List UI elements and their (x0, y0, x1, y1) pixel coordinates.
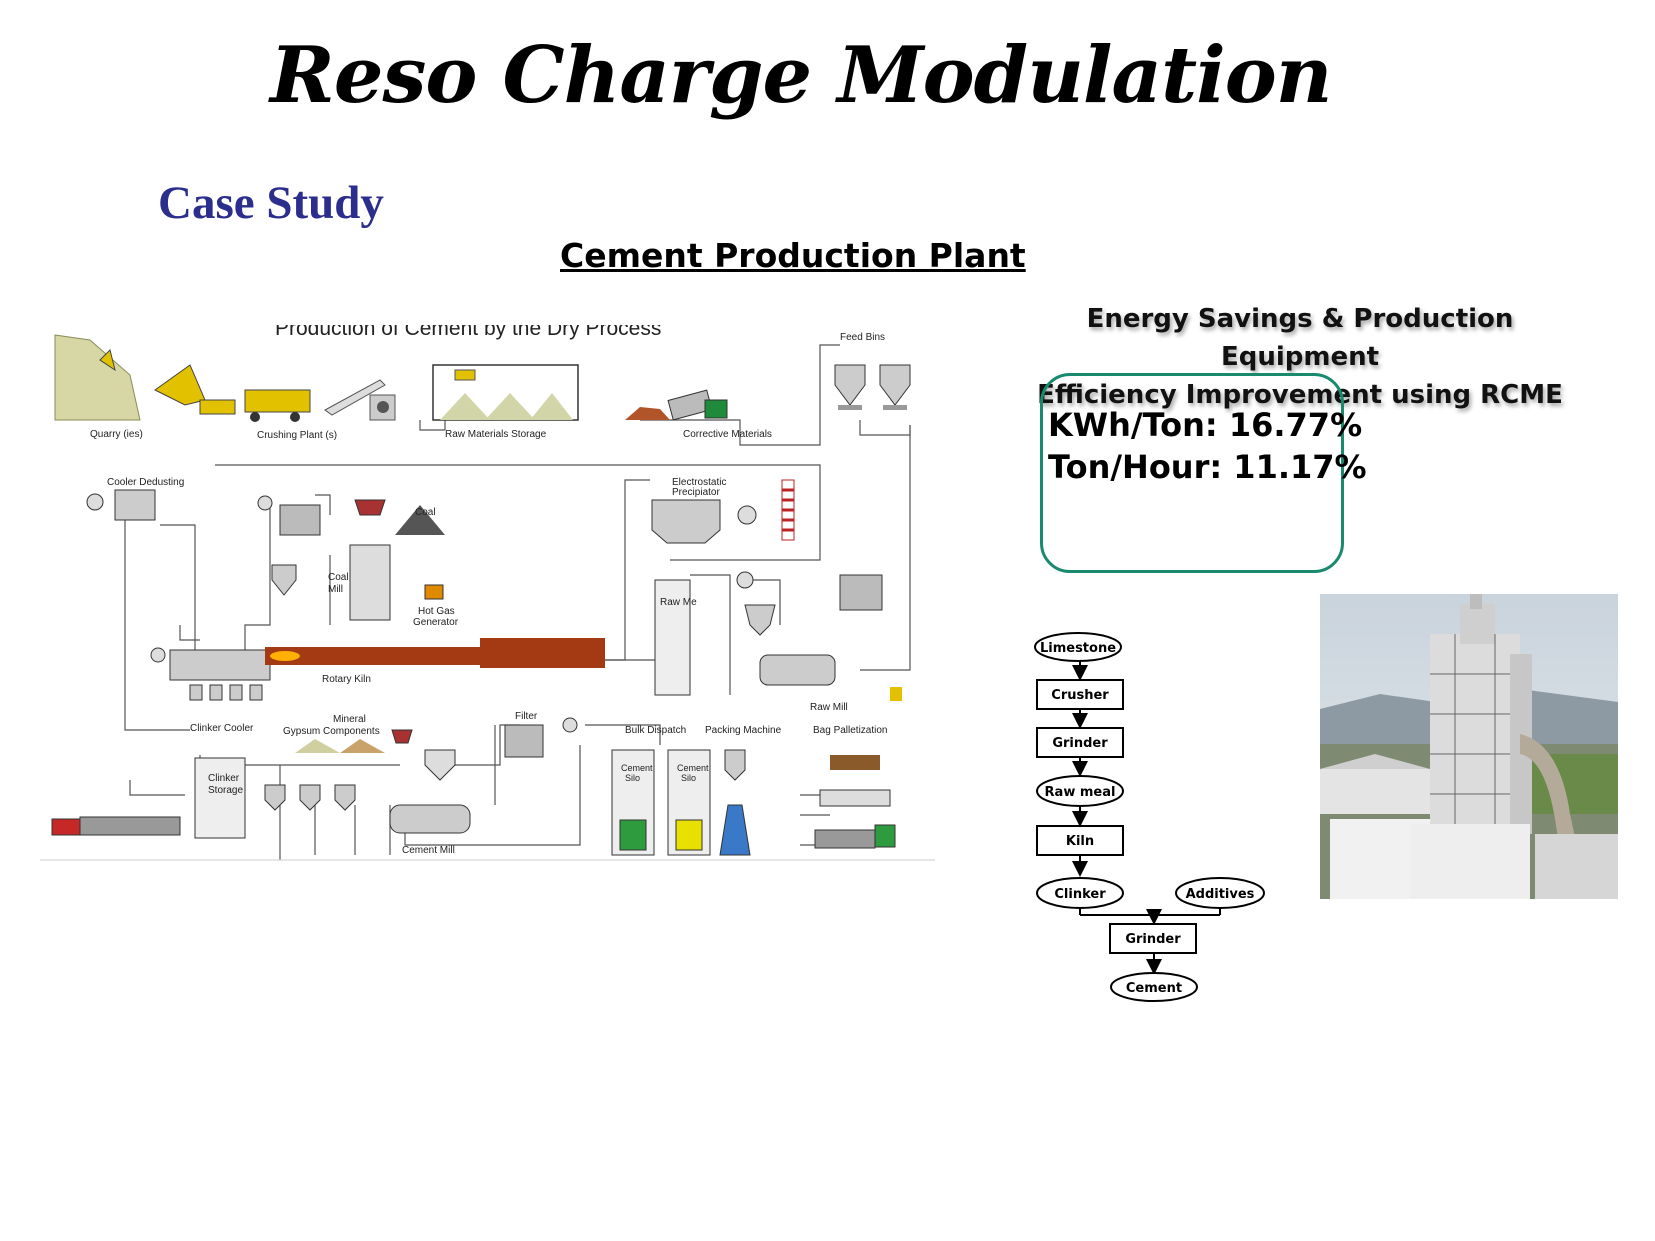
case-study-heading: Case Study (158, 177, 384, 229)
ton-metric: Ton/Hour: 11.17% (1048, 448, 1367, 486)
bag-palletization-label: Bag Palletization (813, 725, 888, 736)
energy-line-2: Efficiency Improvement using RCME (1037, 380, 1563, 410)
raw-meal-silo-label: Raw Me (660, 597, 697, 608)
mineral-label-2: Gypsum Components (283, 726, 380, 737)
rotary-kiln-label: Rotary Kiln (322, 674, 371, 685)
packing-machine-label: Packing Machine (705, 725, 782, 736)
energy-line-1: Energy Savings & Production Equipment (1086, 304, 1514, 372)
plant-title: Cement Production Plant (560, 236, 1026, 275)
cement-process-diagram: Production of Cement by the Dry Process … (40, 325, 935, 861)
clinker-storage-label-2: Storage (208, 785, 243, 796)
clinker-storage-label-1: Clinker (208, 773, 240, 784)
flow-raw-meal: Raw meal (1045, 785, 1116, 800)
corrective-label: Corrective Materials (683, 429, 772, 440)
raw-storage-label: Raw Materials Storage (445, 429, 547, 440)
process-flowchart: Limestone Crusher Grinder Raw meal Kiln … (1034, 632, 1265, 1002)
bulk-dispatch-label: Bulk Dispatch (625, 725, 686, 736)
coal-mill-label-2: Mill (328, 584, 343, 595)
hot-gas-label-2: Generator (413, 617, 459, 628)
crushing-label: Crushing Plant (s) (257, 430, 337, 441)
flow-grinder-2: Grinder (1125, 932, 1181, 947)
feed-bins-label: Feed Bins (840, 332, 885, 343)
process-title: Production of Cement by the Dry Process (275, 325, 661, 340)
flow-clinker: Clinker (1054, 887, 1106, 902)
kwh-metric: KWh/Ton: 16.77% (1048, 406, 1363, 444)
cement-plant-photo (1320, 594, 1618, 899)
flow-cement: Cement (1126, 981, 1182, 996)
raw-mill-label: Raw Mill (810, 702, 848, 713)
flow-grinder-1: Grinder (1052, 736, 1108, 751)
flow-additives: Additives (1186, 887, 1255, 902)
coal-label: Coal (415, 507, 436, 518)
slide-title: Reso Charge Modulation (270, 30, 1332, 121)
cement-mill-label: Cement Mill (402, 845, 455, 856)
esp-label-1: Electrostatic (672, 477, 726, 488)
metrics-box: KWh/Ton: 16.77% Ton/Hour: 11.17% (1040, 373, 1367, 573)
coal-mill-label-1: Coal (328, 572, 349, 583)
clinker-cooler-label: Clinker Cooler (190, 723, 254, 734)
cement-silo-a-label-1: Cement (621, 763, 653, 773)
cement-silo-a-label-2: Silo (625, 773, 640, 783)
cement-silo-b-label-1: Cement (677, 763, 709, 773)
cement-silo-b-label-2: Silo (681, 773, 696, 783)
esp-label-2: Precipiator (672, 487, 720, 498)
quarry-label: Quarry (ies) (90, 429, 143, 440)
flow-limestone: Limestone (1040, 641, 1116, 656)
flow-kiln: Kiln (1066, 834, 1094, 849)
filter-label: Filter (515, 711, 538, 722)
energy-savings-heading: Energy Savings & Production Equipment Ef… (1010, 300, 1590, 414)
hot-gas-label-1: Hot Gas (418, 606, 455, 617)
flow-crusher: Crusher (1051, 688, 1109, 703)
cooler-dedusting-label: Cooler Dedusting (107, 477, 184, 488)
mineral-label-1: Mineral (333, 714, 366, 725)
